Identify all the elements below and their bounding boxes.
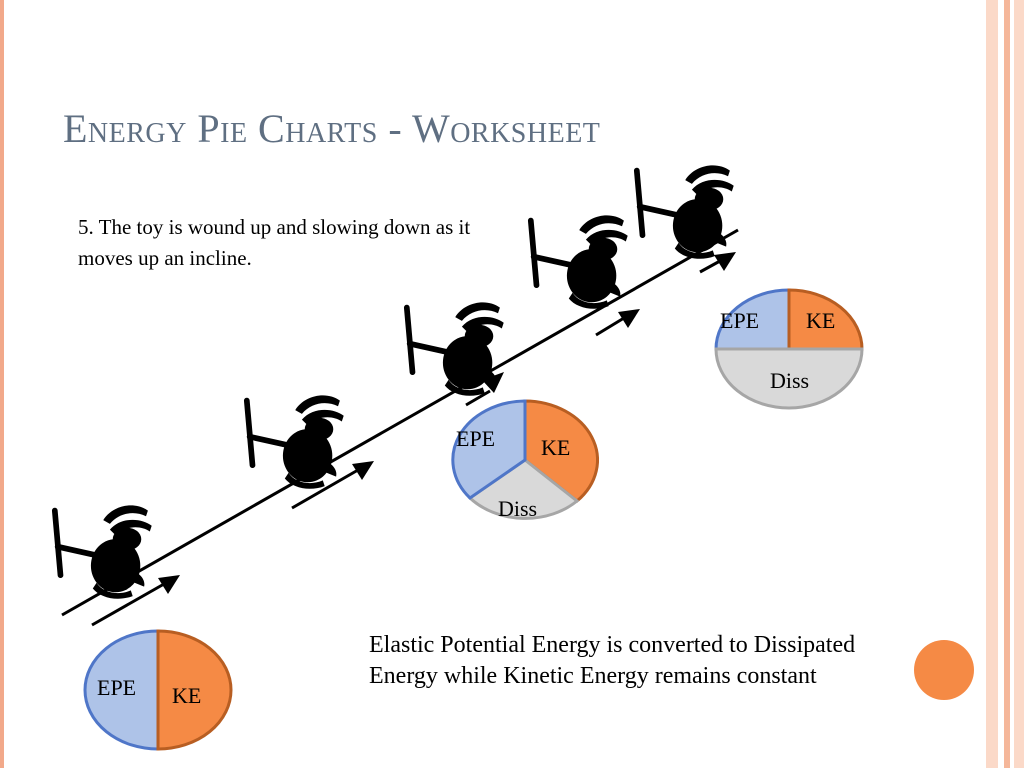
motion-arrow-icon xyxy=(291,461,374,510)
wind-up-rabbit-icon xyxy=(247,395,344,488)
motion-arrow-icon xyxy=(699,252,736,274)
pie-slice-epe xyxy=(451,399,527,500)
pie-label-epe: EPE xyxy=(97,675,136,700)
motion-arrow-icon xyxy=(465,372,504,407)
pie-slice-epe xyxy=(83,629,160,751)
pie-label-epe: EPE xyxy=(720,308,759,333)
pie-chart-start: EPE KE xyxy=(83,629,233,751)
pie-slice-ke xyxy=(156,629,233,751)
pie-chart-middle: EPE KE Diss xyxy=(451,399,600,521)
page-title: Energy Pie Charts - Worksheet xyxy=(63,106,601,151)
pie-label-ke: KE xyxy=(172,683,201,708)
pie-label-ke: KE xyxy=(541,435,570,460)
right-stripes xyxy=(984,0,1024,768)
wind-up-rabbit-icon xyxy=(55,505,152,598)
wind-up-rabbit-icon xyxy=(531,215,628,308)
stripe xyxy=(1004,0,1010,768)
stripe xyxy=(986,0,998,768)
pie-slice-ke xyxy=(787,288,864,351)
wind-up-rabbit-icon xyxy=(637,165,734,258)
incline-line xyxy=(61,228,739,617)
stripe xyxy=(1014,0,1024,768)
pie-label-epe: EPE xyxy=(456,426,495,451)
pie-slice-ke xyxy=(523,399,600,503)
pie-label-diss: Diss xyxy=(770,368,809,393)
pie-slice-diss xyxy=(714,347,864,410)
pie-slice-epe xyxy=(714,288,791,351)
explanation-text: Elastic Potential Energy is converted to… xyxy=(369,632,856,689)
motion-arrow-icon xyxy=(91,575,180,627)
pie-label-diss: Diss xyxy=(498,496,537,521)
slide-left-border xyxy=(0,0,4,768)
decorative-circle xyxy=(914,640,974,700)
question-text: 5. The toy is wound up and slowing down … xyxy=(78,215,471,270)
pie-chart-end: EPE KE Diss xyxy=(714,288,864,410)
motion-arrow-icon xyxy=(595,309,640,337)
pie-slice-diss xyxy=(467,458,580,520)
pie-label-ke: KE xyxy=(806,308,835,333)
